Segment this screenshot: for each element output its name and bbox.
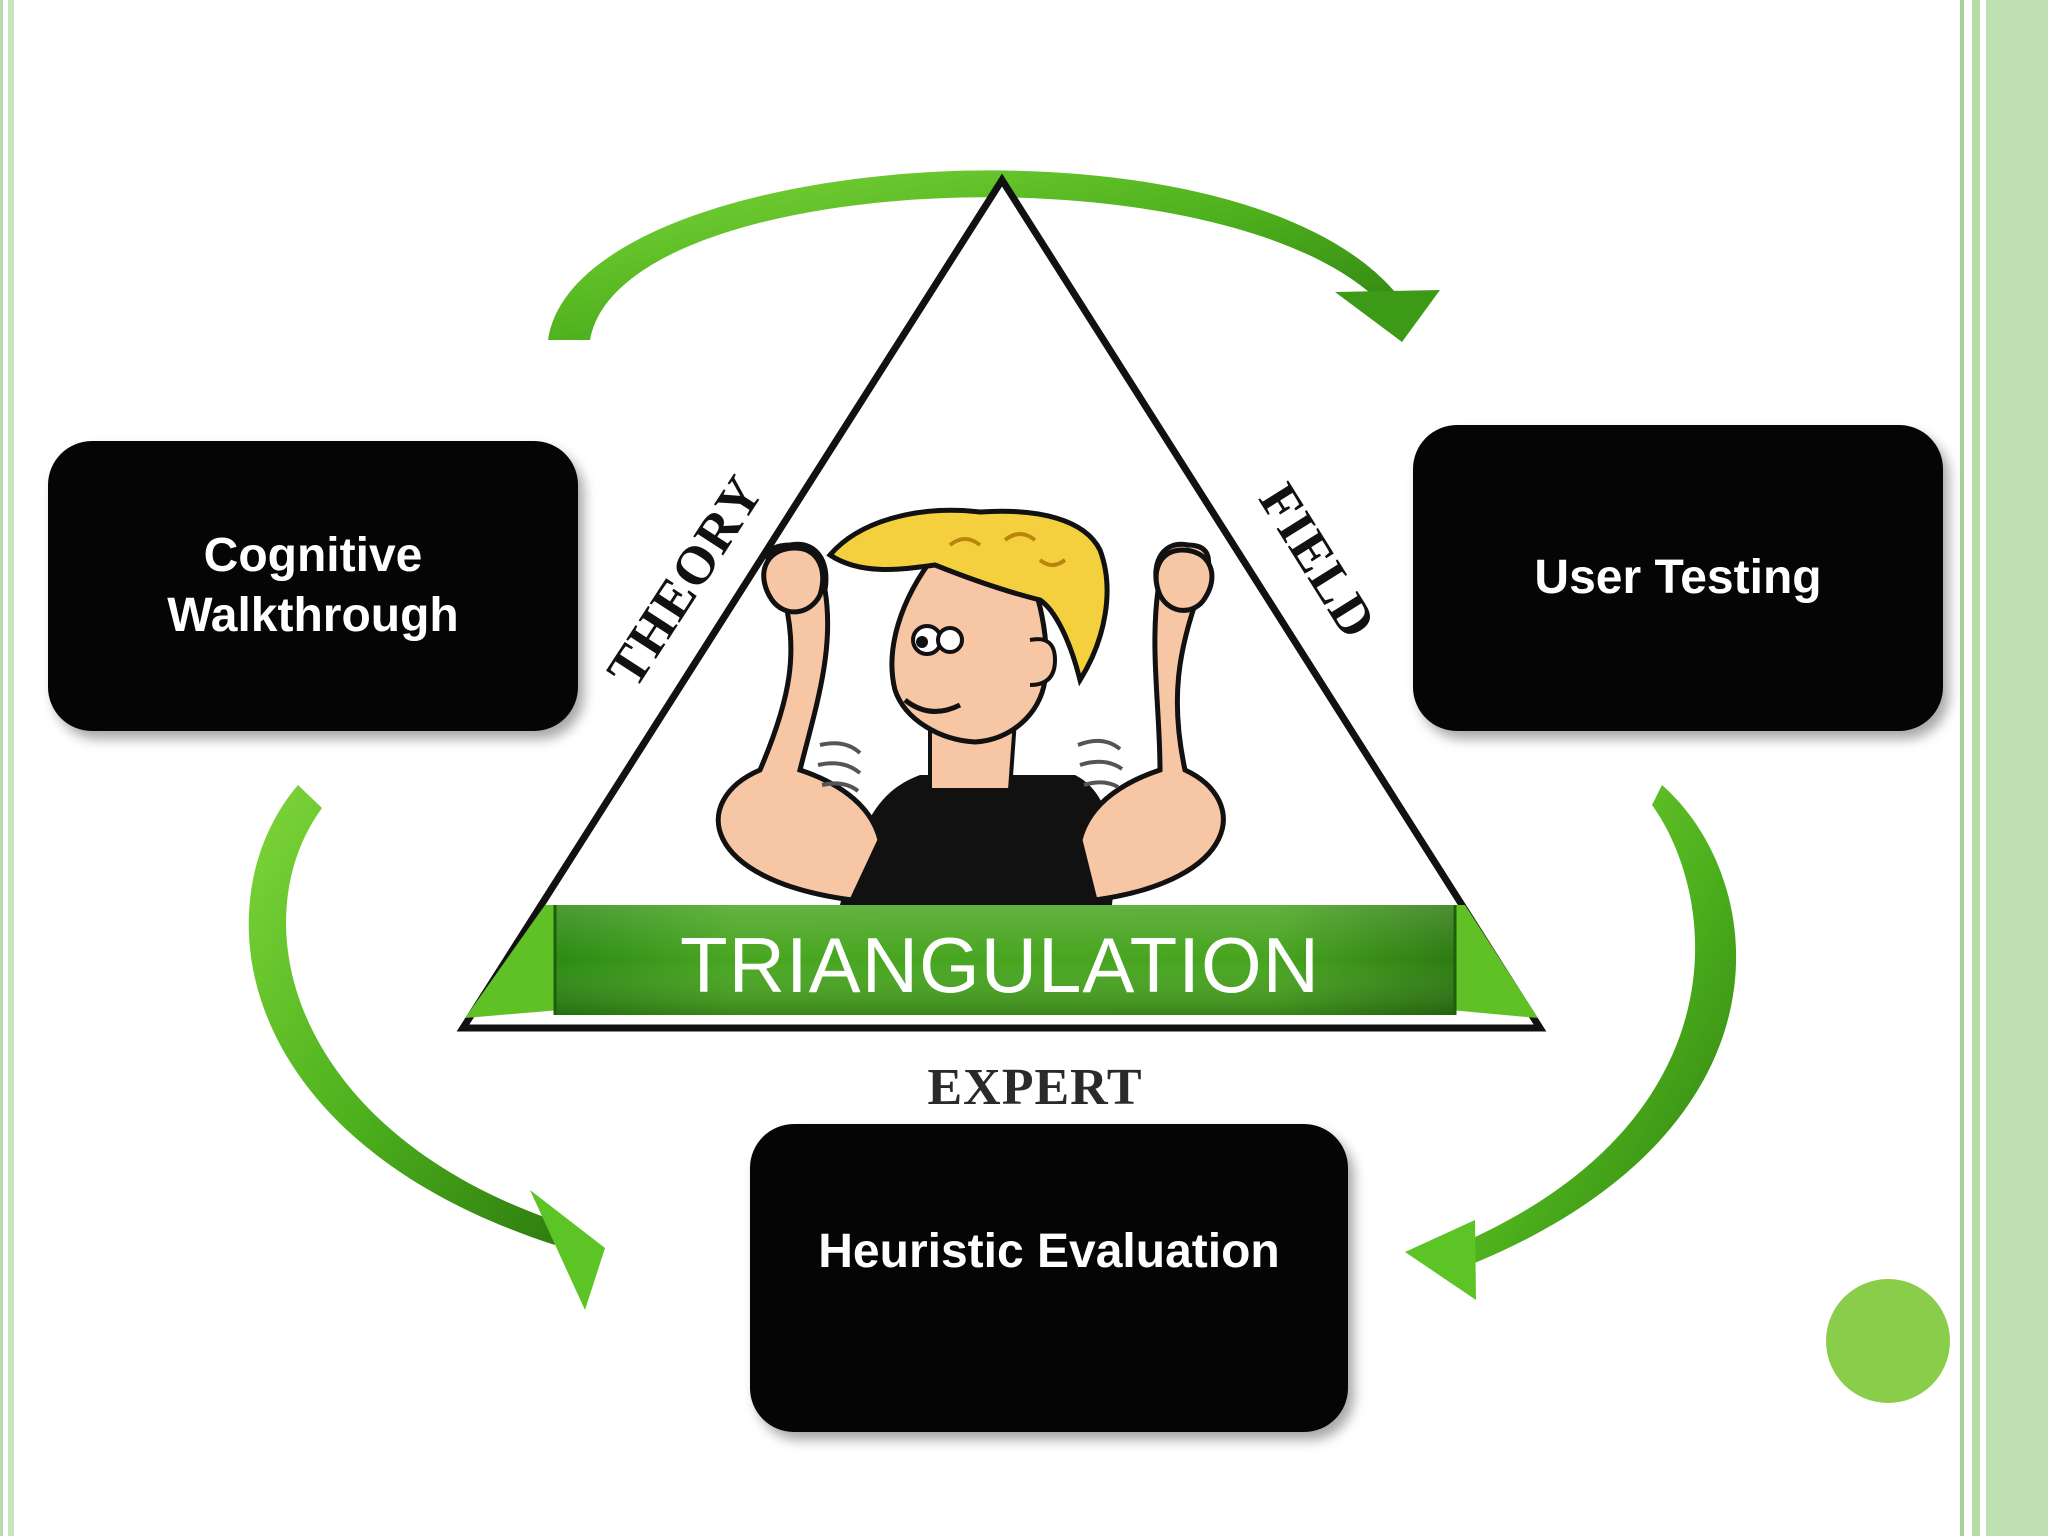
arrow-left (248, 785, 605, 1310)
slide-left-border (0, 0, 14, 1536)
banner-title: TRIANGULATION (680, 921, 1320, 1009)
arrow-top (548, 170, 1440, 342)
slide-right-stripes (1960, 0, 2048, 1536)
cognitive-walkthrough-label: Cognitive Walkthrough (167, 529, 459, 642)
flexing-cartoon-man-icon (715, 507, 1226, 905)
cognitive-walkthrough-box: Cognitive Walkthrough (48, 441, 578, 731)
decorative-green-dot (1826, 1279, 1950, 1403)
arrow-right (1405, 785, 1737, 1300)
heuristic-evaluation-box: Heuristic Evaluation (750, 1124, 1348, 1432)
triangulation-banner (465, 905, 1538, 1018)
heuristic-evaluation-label: Heuristic Evaluation (818, 1225, 1280, 1278)
user-testing-box: User Testing (1413, 425, 1943, 731)
triangle-label-expert: EXPERT (927, 1059, 1143, 1116)
user-testing-label: User Testing (1534, 551, 1822, 604)
